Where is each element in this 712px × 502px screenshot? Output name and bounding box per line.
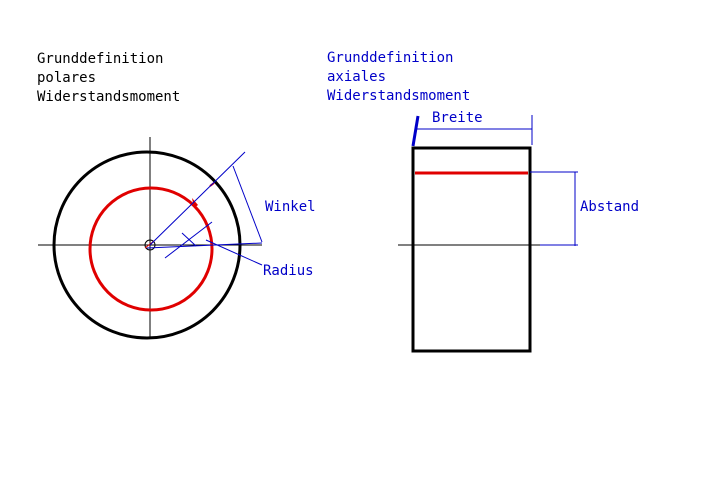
winkel-dimension-line-c — [215, 200, 240, 250]
inner-red-circle — [88, 186, 214, 312]
polar-diagram: Grunddefinition polares Widerstandsmomen… — [37, 51, 316, 340]
abstand-label: Abstand — [580, 199, 639, 215]
radius-dimension-line — [164, 221, 213, 259]
winkel-dimension-line-d — [146, 242, 263, 249]
winkel-dimension-line-b — [232, 165, 263, 243]
rotation-arrow-icon — [192, 198, 198, 208]
center-marker — [144, 239, 156, 251]
radius-leader-line — [205, 239, 263, 266]
axial-title-line-2: axiales — [327, 69, 386, 85]
winkel-dimension-line-a — [149, 151, 246, 246]
breite-left-tick — [411, 115, 420, 147]
winkel-label: Winkel — [265, 199, 316, 215]
breite-label: Breite — [432, 110, 483, 126]
outer-circle — [52, 150, 242, 340]
axial-title-line-1: Grunddefinition — [327, 50, 453, 66]
radius-label: Radius — [263, 263, 314, 279]
polar-title-line-2: polares — [37, 70, 96, 86]
rectangle-cross-section — [411, 146, 532, 353]
polar-title-line-3: Widerstandsmoment — [37, 89, 180, 105]
polar-title-line-1: Grunddefinition — [37, 51, 163, 67]
axial-title-line-3: Widerstandsmoment — [327, 88, 470, 104]
radius-tick-a — [181, 232, 197, 247]
axial-diagram: Grunddefinition axiales Widerstandsmomen… — [327, 50, 639, 353]
